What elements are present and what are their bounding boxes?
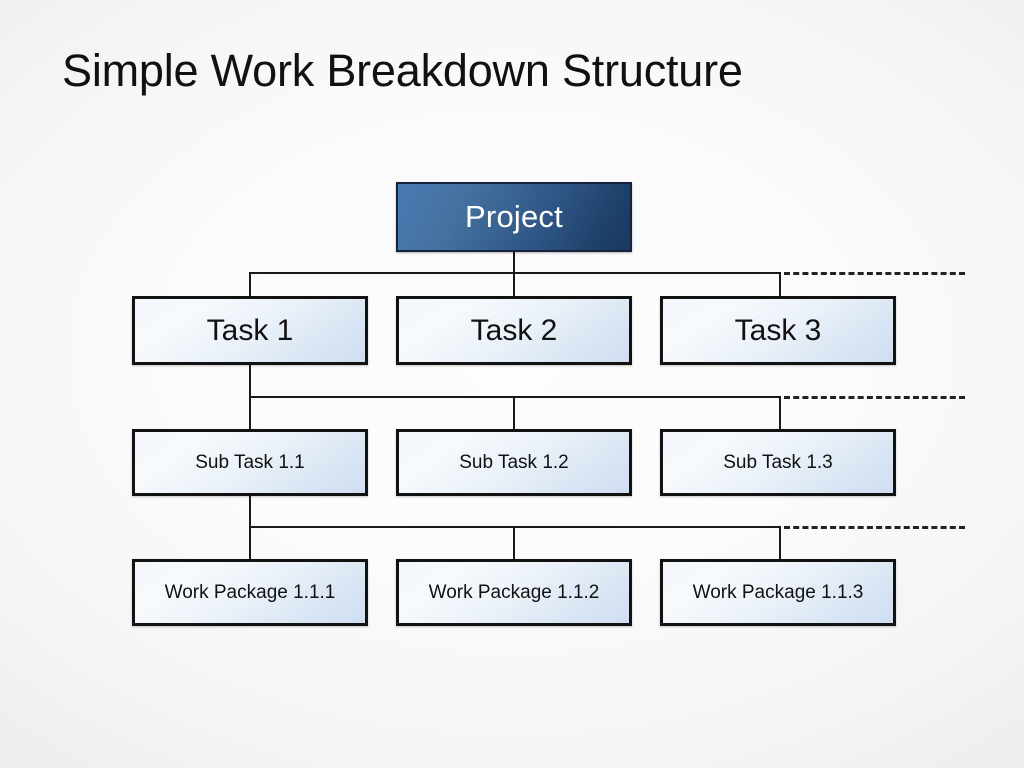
connector-drop-work-package-1-1-1 [249,526,251,560]
connector-drop-task-3 [779,272,781,297]
wbs-node-work-package-1-1-1[interactable]: Work Package 1.1.1 [132,559,368,626]
wbs-node-label: Work Package 1.1.1 [164,581,336,603]
wbs-node-task-2[interactable]: Task 2 [396,296,632,365]
connector-drop-sub-task-1-2 [513,396,515,430]
wbs-node-label: Task 1 [206,314,294,347]
wbs-node-task-1[interactable]: Task 1 [132,296,368,365]
wbs-node-project[interactable]: Project [396,182,632,252]
wbs-node-label: Work Package 1.1.2 [428,581,600,603]
connector-drop-sub-task-1-1 [249,396,251,430]
connector-rail-level2-continuation [784,396,965,399]
wbs-node-label: Sub Task 1.1 [195,451,305,473]
wbs-node-sub-task-1-1[interactable]: Sub Task 1.1 [132,429,368,496]
wbs-node-sub-task-1-2[interactable]: Sub Task 1.2 [396,429,632,496]
wbs-node-work-package-1-1-2[interactable]: Work Package 1.1.2 [396,559,632,626]
wbs-node-label: Sub Task 1.3 [723,451,833,473]
wbs-node-label: Project [465,199,563,234]
connector-drop-sub-task-1-3 [779,396,781,430]
connector-drop-work-package-1-1-2 [513,526,515,560]
wbs-node-work-package-1-1-3[interactable]: Work Package 1.1.3 [660,559,896,626]
connector-sub-task-1-1-drop [249,496,251,528]
connector-rail-level3-continuation [784,526,965,529]
wbs-node-label: Work Package 1.1.3 [692,581,864,603]
connector-project-drop [513,252,515,274]
connector-rail-level1-continuation [784,272,965,275]
page-title: Simple Work Breakdown Structure [62,45,743,96]
connector-task-1-drop [249,365,251,398]
connector-drop-task-2 [513,272,515,297]
wbs-node-label: Sub Task 1.2 [459,451,569,473]
wbs-node-label: Task 3 [734,314,822,347]
wbs-node-task-3[interactable]: Task 3 [660,296,896,365]
connector-drop-work-package-1-1-3 [779,526,781,560]
wbs-node-sub-task-1-3[interactable]: Sub Task 1.3 [660,429,896,496]
wbs-node-label: Task 2 [470,314,558,347]
connector-drop-task-1 [249,272,251,297]
